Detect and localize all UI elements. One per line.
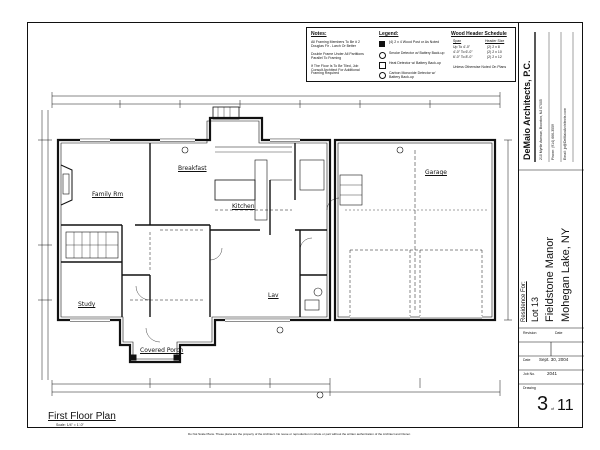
firm-email: Email: jp@DeMaioArchitects.com (563, 108, 567, 160)
title-block: DeMaio Architects, P.C. 210 Myrtle Avenu… (518, 22, 584, 428)
sheet-number: 3 (537, 393, 549, 415)
header-col-span: Span (453, 39, 462, 43)
revision-label: Revision (523, 331, 537, 335)
note-item: If The Floor Is To Be Tiled, Job Consult… (311, 64, 360, 75)
header-row-size: (2) 2 x 10 (487, 50, 502, 54)
job-number-label: Job No. (523, 372, 536, 376)
date-value: Sept. 30, 2004 (539, 357, 569, 362)
plan-scale: Scale: 1/4" = 1'-0" (56, 423, 84, 427)
co-detector-icon (379, 72, 386, 79)
header-schedule-heading: Wood Header Schedule (451, 31, 507, 37)
legend-item: Heat Detector w/ Battery Back-up (389, 61, 441, 65)
revision-date-label: Date (555, 331, 563, 335)
heat-detector-icon (379, 62, 386, 69)
firm-phone: Phone: (914) 666-3559 (551, 124, 555, 160)
header-col-size: Header Size (485, 39, 505, 43)
sheet-border (27, 22, 583, 428)
room-label-study: Study (78, 301, 96, 308)
sheet-of-text: of (551, 407, 554, 411)
header-row-span: Up To 4'-0" (453, 45, 471, 49)
room-label-covered-porch: Covered Porch (140, 347, 184, 354)
project-label: Residence For: (521, 281, 527, 322)
header-row-size: (2) 2 x 8 (487, 45, 500, 49)
job-number-value: 2041 (547, 371, 558, 376)
note-item: Double Frame Under All Partitions Parall… (311, 52, 364, 60)
plan-title: First Floor Plan (48, 411, 116, 422)
notes-heading: Notes: (311, 31, 327, 37)
legend-item: Carbon Monoxide Detector w/ Battery Back… (389, 71, 436, 79)
header-row-span: 6'-0" To 8'-0" (453, 55, 473, 59)
room-label-lav: Lav (268, 292, 279, 299)
header-row-size: (2) 2 x 12 (487, 55, 502, 59)
legend-item: Smoke Detector w/ Battery Back-up (389, 51, 445, 55)
header-schedule-note: Unless Otherwise Noted On Plans (453, 65, 507, 69)
sheet-total: 11 (557, 397, 574, 414)
room-label-breakfast: Breakfast (178, 165, 207, 172)
project-name: Fieldstone Manor (544, 237, 556, 322)
room-label-family-rm: Family Rm (92, 191, 124, 198)
notes-legend-box: Notes: All Framing Members To Be # 2 Dou… (306, 27, 516, 82)
title-block-lines (519, 32, 584, 385)
date-field-label: Date (523, 358, 531, 362)
post-symbol-icon (379, 41, 385, 47)
firm-address: 210 Myrtle Avenue, Boonton, NJ 07005 (539, 99, 543, 160)
room-label-kitchen: Kitchen (232, 203, 255, 210)
legend-item: (4) 2 x 4 Wood Post or As Noted (389, 40, 440, 44)
note-item: All Framing Members To Be # 2 Douglas Fi… (311, 40, 360, 48)
legend-heading: Legend: (379, 31, 399, 37)
room-label-garage: Garage (425, 169, 447, 176)
header-row-span: 4'-0" To 6'-0" (453, 50, 473, 54)
project-lot: Lot 13 (530, 296, 540, 322)
drawing-label: Drawing (523, 386, 536, 390)
firm-name: DeMaio Architects, P.C. (522, 60, 532, 160)
smoke-detector-icon (379, 52, 386, 59)
project-location: Mohegan Lake, NY (560, 227, 572, 322)
footer-note: Do Not Scale Plans. These plans are the … (188, 432, 411, 436)
